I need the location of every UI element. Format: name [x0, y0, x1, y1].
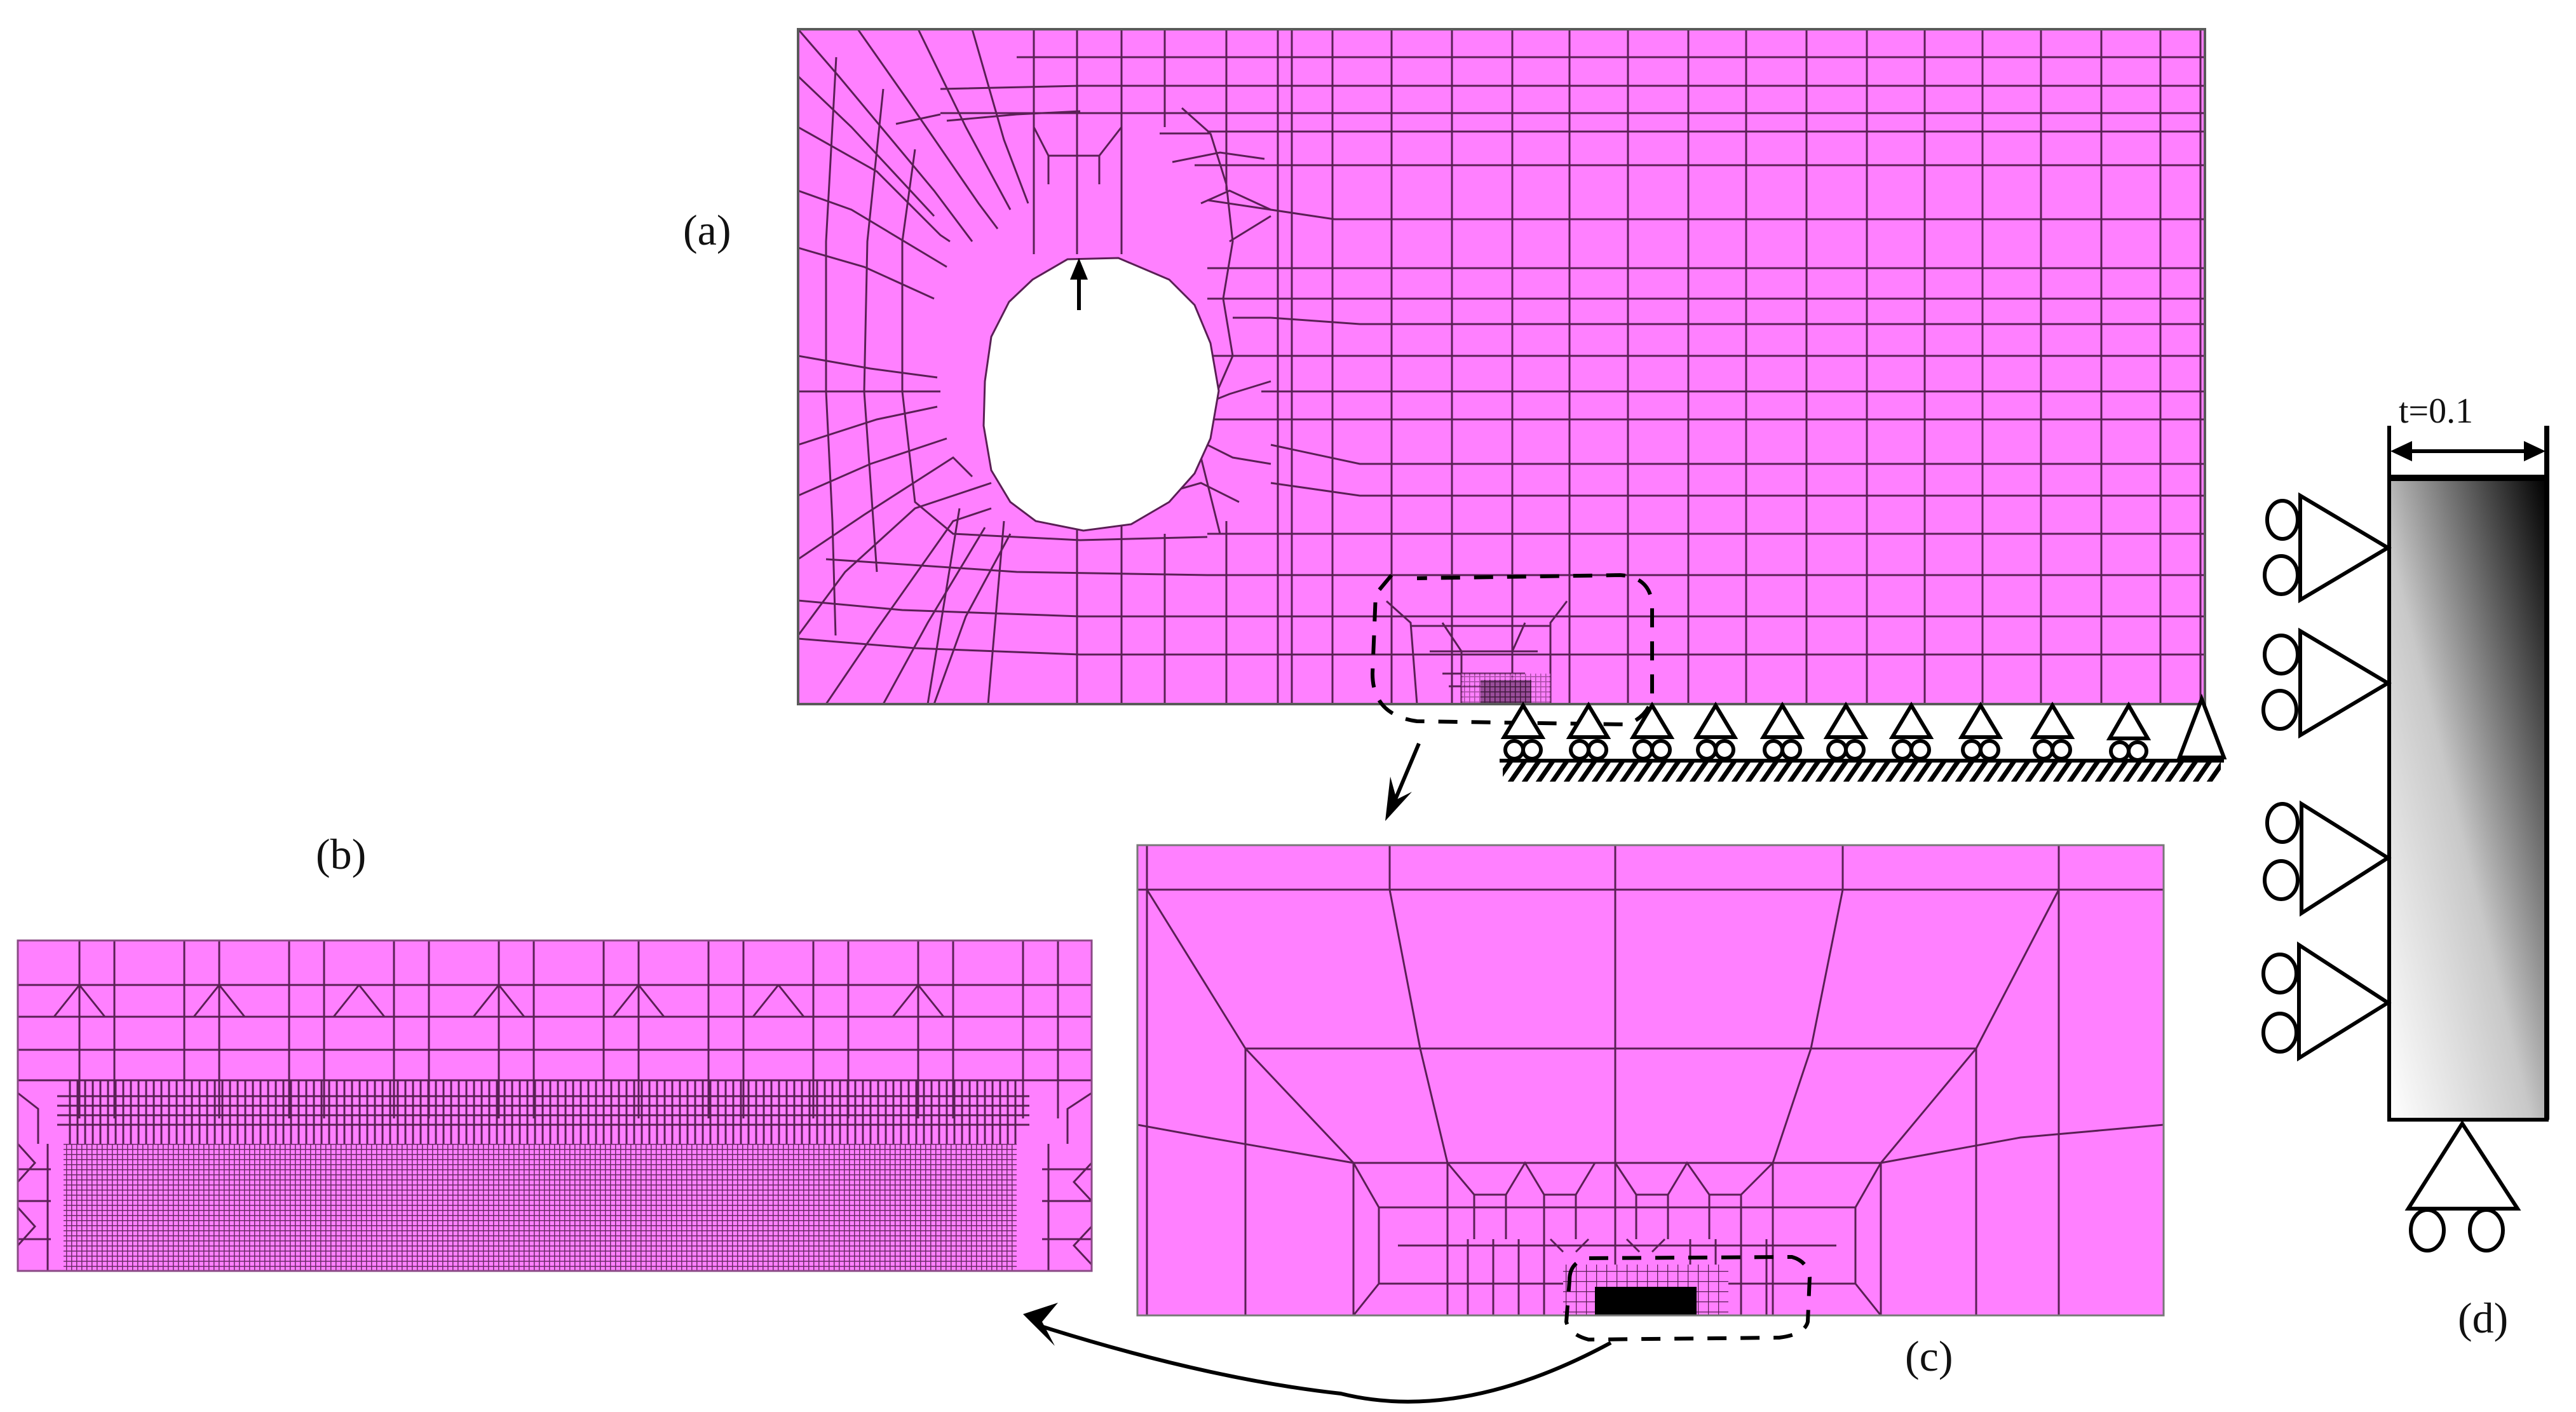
plate-thickness-view [2387, 476, 2549, 1122]
roller-support-icon [1759, 702, 1805, 761]
roller-support-icon [1823, 702, 1869, 761]
roller-support-icon [1693, 702, 1739, 761]
roller-support-icon [1888, 702, 1934, 761]
roller-support-icon [2106, 701, 2152, 762]
fine-mesh-region [64, 1144, 1017, 1271]
crack-dense-mesh-c [1595, 1287, 1697, 1315]
pin-support-icon [2176, 693, 2227, 759]
roller-support-icon [1500, 702, 1546, 761]
zoom-arrow-c-to-b [1023, 1303, 1612, 1404]
mesh-grid-vertical [926, 29, 2202, 704]
mesh-radial-hole [798, 29, 1271, 704]
roller-support-icon [1566, 702, 1611, 761]
dimension-arrow-right-icon [2524, 441, 2545, 461]
ground-hatch [1503, 763, 2221, 782]
panel-label-c: (c) [1905, 1332, 1953, 1380]
hole-arrow-up-icon [1070, 258, 1088, 310]
panel-a-mesh [797, 28, 2206, 727]
roller-support-icon [2030, 702, 2075, 761]
side-roller-support-icon [2263, 492, 2392, 604]
thickness-label: t=0.1 [2399, 391, 2473, 431]
dimension-arrow-left-icon [2390, 441, 2412, 461]
side-roller-support-icon [2263, 800, 2392, 917]
thickness-dimension: t=0.1 [2387, 391, 2549, 478]
zoom-arrow-a-to-c [1385, 742, 1421, 821]
mesh-b-vertical-fine [57, 1080, 1029, 1144]
side-roller-support-icon [2261, 941, 2392, 1062]
callout-dashed-region-a [1370, 573, 1654, 727]
bottom-roller-support-icon [2404, 1120, 2521, 1252]
panel-b-mesh [17, 939, 1093, 1272]
panel-label-d: (d) [2458, 1294, 2509, 1342]
mesh-b-coarse [18, 940, 1092, 1118]
circular-hole [982, 257, 1220, 532]
roller-support-icon [1958, 702, 2003, 761]
panel-d-sideview: t=0.1 [2261, 391, 2549, 1252]
callout-dashed-region-c [1564, 1254, 1812, 1342]
mesh-b-side [17, 1092, 1093, 1271]
side-roller-support-icon [2261, 627, 2392, 739]
panel-a-supports [1500, 693, 2227, 782]
roller-support-icon [1629, 702, 1675, 761]
panel-c-mesh [1136, 844, 2165, 1342]
panel-label-b: (b) [316, 830, 367, 878]
panel-label-a: (a) [683, 206, 731, 254]
